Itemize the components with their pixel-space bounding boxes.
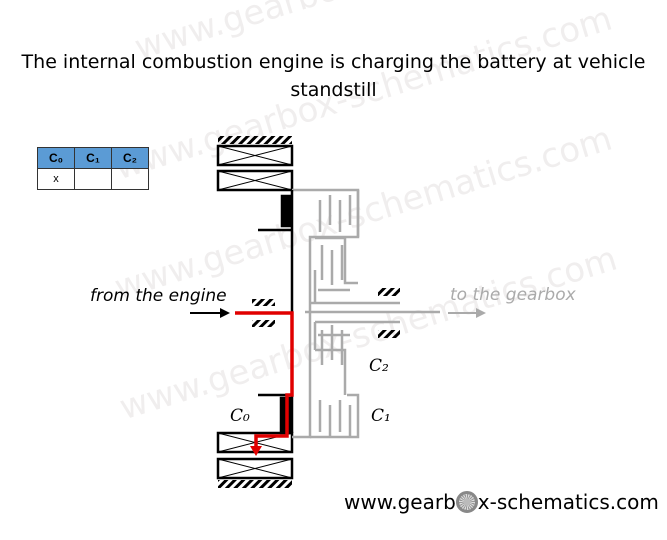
c1-label: C₁ [371, 406, 391, 426]
ground-hatch [378, 330, 400, 338]
footer-text-start: www.gearb [344, 490, 456, 514]
diagram-title: The internal combustion engine is chargi… [0, 48, 667, 104]
ground-hatch [378, 288, 400, 296]
header-c2: C₂ [111, 147, 149, 169]
bearing-hatch [252, 320, 275, 327]
clutch-state-table: C₀ C₁ C₂ x [37, 147, 149, 190]
c0-label: C₀ [230, 406, 250, 426]
output-arrowhead [476, 308, 486, 318]
bearing-logo-icon [455, 491, 478, 513]
bearing-hatch [252, 299, 275, 306]
c2-label: C₂ [369, 356, 389, 376]
electric-machine [216, 136, 294, 488]
power-flow-arrowhead [250, 446, 262, 456]
from-engine-label: from the engine [90, 286, 227, 306]
footer-text-end: x-schematics.com [477, 490, 659, 514]
input-arrowhead [220, 308, 230, 318]
cell-c2 [111, 168, 149, 190]
footer-logo: www.gearb x-schematics.com [344, 490, 659, 514]
clutch-packs-c1-c2 [292, 188, 440, 439]
title-line-2: standstill [290, 79, 377, 101]
header-c1: C₁ [74, 147, 112, 169]
title-line-1: The internal combustion engine is chargi… [21, 51, 646, 73]
to-gearbox-label: to the gearbox [450, 285, 576, 305]
power-flow-path [235, 311, 294, 448]
